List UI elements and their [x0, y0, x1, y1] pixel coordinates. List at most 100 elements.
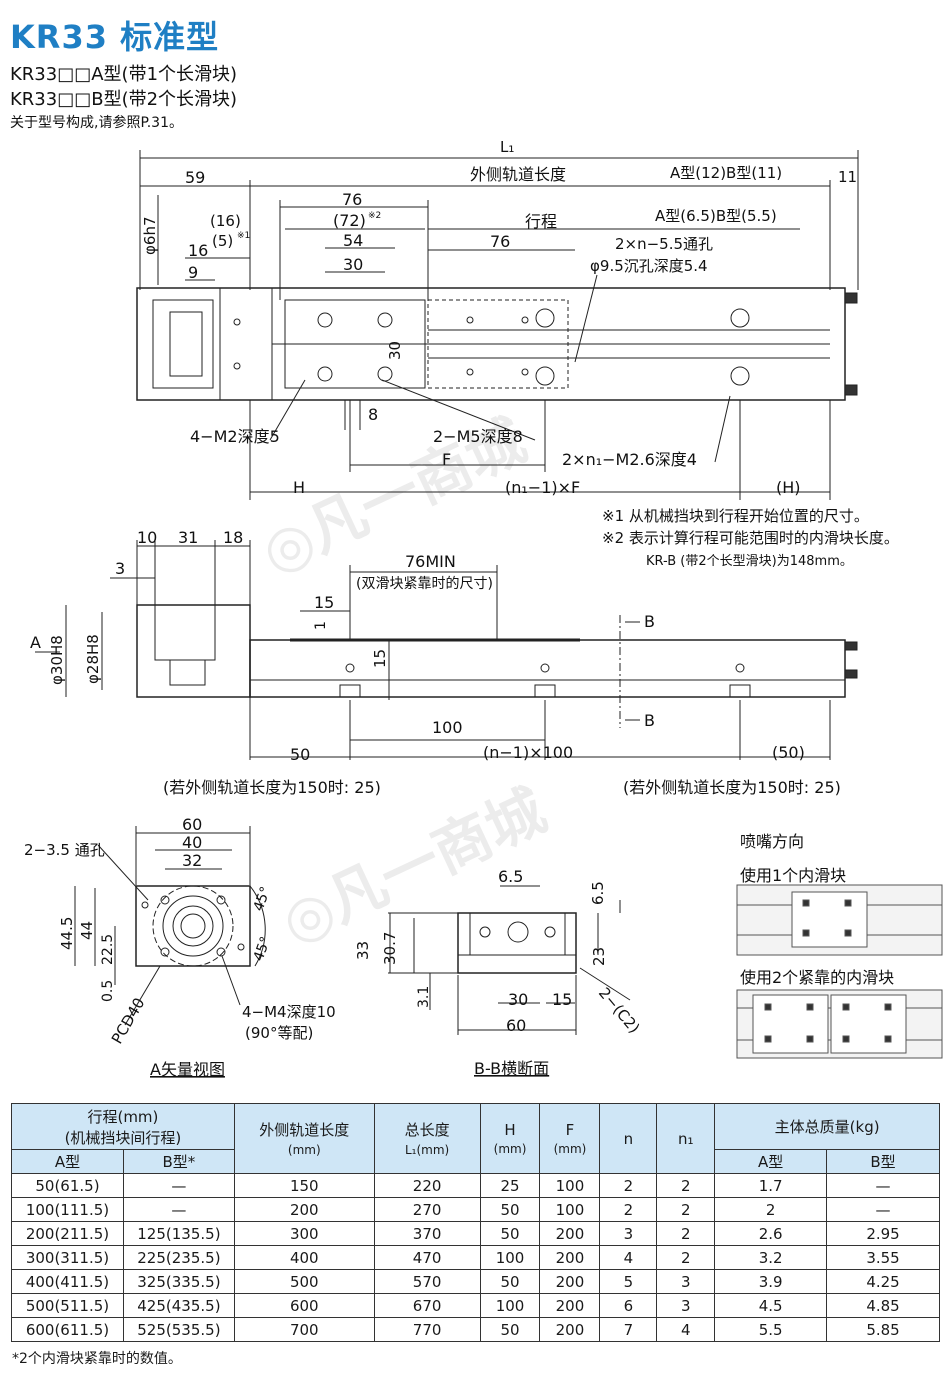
note-2: ※2 表示计算行程可能范围时的内滑块长度。 [602, 529, 899, 547]
hole-spec-a: 2−3.5 通孔 [24, 841, 105, 859]
header-stroke: 行程(mm)(机械挡块间行程) [11, 1103, 235, 1150]
header-stroke-a: A型 [11, 1149, 124, 1174]
dim-100: 100 [432, 718, 463, 737]
table-cell: 200 [539, 1221, 601, 1246]
header-mass-a: A型 [714, 1149, 828, 1174]
header-mass: 主体总质量(kg) [714, 1103, 940, 1150]
nozzle-title: 喷嘴方向 [740, 832, 805, 851]
section-b-top: B [644, 612, 655, 631]
dim-76min: 76MIN [405, 552, 456, 571]
dim-11: 11 [838, 168, 857, 186]
table-cell: 100 [479, 1245, 541, 1270]
table-cell: 100(111.5) [11, 1197, 124, 1222]
dim-0-5: 0.5 [100, 980, 116, 1002]
chamfer-c2: 2−(C2) [595, 984, 643, 1037]
table-cell: 3.55 [826, 1245, 940, 1270]
thread-m5-label: 2−M5深度8 [433, 427, 523, 446]
table-cell: 2 [656, 1221, 716, 1246]
dim-H: H [293, 478, 305, 497]
table-cell: 325(335.5) [122, 1269, 235, 1294]
dim-76min-note: (双滑块紧靠时的尺寸) [356, 575, 493, 592]
note-2-mark: ※2 [368, 211, 381, 221]
dim-30-7: 30.7 [381, 932, 399, 965]
table-cell: 2 [656, 1173, 716, 1198]
table-cell: 100 [479, 1293, 541, 1318]
case-note-left: (若外侧轨道长度为150时: 25) [163, 778, 381, 797]
header-n: n [599, 1103, 658, 1174]
note-1: ※1 从机械挡块到行程开始位置的尺寸。 [602, 507, 869, 525]
table-cell: 225(235.5) [122, 1245, 235, 1270]
table-cell: 600 [233, 1293, 375, 1318]
thread-m4-label: 4−M4深度10 [242, 1003, 336, 1021]
stroke-label: 行程 [525, 212, 557, 231]
view-a-marker: A [30, 633, 41, 652]
table-cell: 370 [373, 1221, 481, 1246]
table-cell: 7 [599, 1317, 658, 1342]
table-cell: 300(311.5) [11, 1245, 124, 1270]
table-cell: 100 [539, 1197, 601, 1222]
dim-6-5-side: 6.5 [589, 881, 607, 905]
table-cell: 4.85 [826, 1293, 940, 1318]
table-cell: 2.6 [714, 1221, 828, 1246]
reference-note: 关于型号构成,请参照P.31。 [10, 115, 183, 131]
table-cell: 1.7 [714, 1173, 828, 1198]
angle-45-top: 45° [251, 885, 275, 914]
dim-15-vertical: 15 [371, 649, 389, 668]
table-cell: 500 [233, 1269, 375, 1294]
bb-section-drawing: 6.5 6.5 33 30.7 23 3.1 30 15 60 2−(C2) B… [354, 867, 643, 1078]
a-view-label: A矢量视图 [150, 1060, 225, 1079]
hole-spec-1: 2×n−5.5通孔 [615, 235, 713, 253]
table-cell: 100 [539, 1173, 601, 1198]
dim-16-paren: (16) [210, 212, 241, 230]
table-cell: 200 [539, 1317, 601, 1342]
dim-30: 30 [343, 255, 363, 274]
table-cell: 200 [233, 1197, 375, 1222]
dim-44: 44 [78, 921, 96, 940]
thread-m26-label: 2×n₁−M2.6深度4 [562, 450, 697, 469]
table-cell: 3 [599, 1221, 658, 1246]
table-cell: 2.95 [826, 1221, 940, 1246]
dim-33: 33 [354, 941, 372, 960]
table-cell: 300 [233, 1221, 375, 1246]
header-mass-b: B型 [826, 1149, 940, 1174]
dim-31: 31 [178, 528, 198, 547]
table-cell: 570 [373, 1269, 481, 1294]
table-cell: 500(511.5) [11, 1293, 124, 1318]
table-cell: 4.25 [826, 1269, 940, 1294]
header-F: F(mm) [539, 1103, 601, 1174]
table-cell: 200(211.5) [11, 1221, 124, 1246]
dim-6-5-top: 6.5 [498, 867, 523, 886]
table-cell: 4 [599, 1245, 658, 1270]
table-cell: 150 [233, 1173, 375, 1198]
dim-9: 9 [188, 263, 198, 282]
dim-phi28h8: φ28H8 [84, 634, 102, 684]
dim-n1F: (n₁−1)×F [505, 478, 580, 497]
ab-65-55-label: A型(6.5)B型(5.5) [655, 207, 777, 225]
table-cell: 3.9 [714, 1269, 828, 1294]
table-cell: 270 [373, 1197, 481, 1222]
dim-22-5: 22.5 [100, 934, 116, 965]
table-cell: 2 [656, 1197, 716, 1222]
dim-phi6h7: φ6h7 [141, 217, 159, 256]
table-cell: — [122, 1197, 235, 1222]
dim-n-100: (n−1)×100 [483, 743, 573, 762]
table-cell: 4 [656, 1317, 716, 1342]
table-cell: 200 [539, 1269, 601, 1294]
dim-H-paren: (H) [776, 478, 801, 497]
table-cell: 525(535.5) [122, 1317, 235, 1342]
ab-12-11-label: A型(12)B型(11) [670, 164, 782, 182]
table-cell: 600(611.5) [11, 1317, 124, 1342]
footnote: *2个内滑块紧靠时的数值。 [12, 1351, 182, 1367]
dim-60: 60 [182, 815, 202, 834]
table-cell: 5 [599, 1269, 658, 1294]
dim-16: 16 [188, 241, 208, 260]
table-cell: 25 [479, 1173, 541, 1198]
outer-rail-length-label: 外侧轨道长度 [470, 165, 566, 184]
table-cell: 4.5 [714, 1293, 828, 1318]
